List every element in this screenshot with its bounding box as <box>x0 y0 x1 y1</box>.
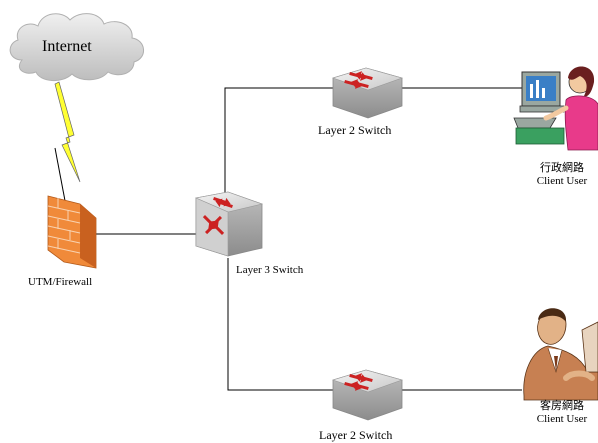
internet-label: Internet <box>42 38 92 55</box>
cloud-icon <box>9 13 144 81</box>
links <box>88 87 522 391</box>
computer-user-icon <box>513 66 598 151</box>
switch-icon <box>332 369 403 421</box>
client-bottom-role: Client User <box>536 413 588 425</box>
lightning-icon <box>54 81 81 207</box>
switch-icon <box>194 191 264 257</box>
client-bottom-label: 客房網路 Client User <box>527 400 597 426</box>
link-l3-top-l2 <box>224 87 333 200</box>
client-top-label: 行政網路 Client User <box>527 162 597 188</box>
link-l3-bottom-l2 <box>227 258 333 391</box>
layer3-switch-label: Layer 3 Switch <box>236 264 304 276</box>
switch-icon <box>332 67 403 119</box>
client-bottom-dept: 客房網路 <box>540 400 584 412</box>
client-top-dept: 行政網路 <box>540 162 584 174</box>
layer2-switch-bottom-label: Layer 2 Switch <box>319 428 393 442</box>
firewall-label: UTM/Firewall <box>28 276 93 288</box>
office-worker-icon <box>523 308 598 401</box>
layer2-switch-top-label: Layer 2 Switch <box>318 123 392 137</box>
client-top-role: Client User <box>536 175 588 187</box>
firewall-icon <box>47 195 97 269</box>
